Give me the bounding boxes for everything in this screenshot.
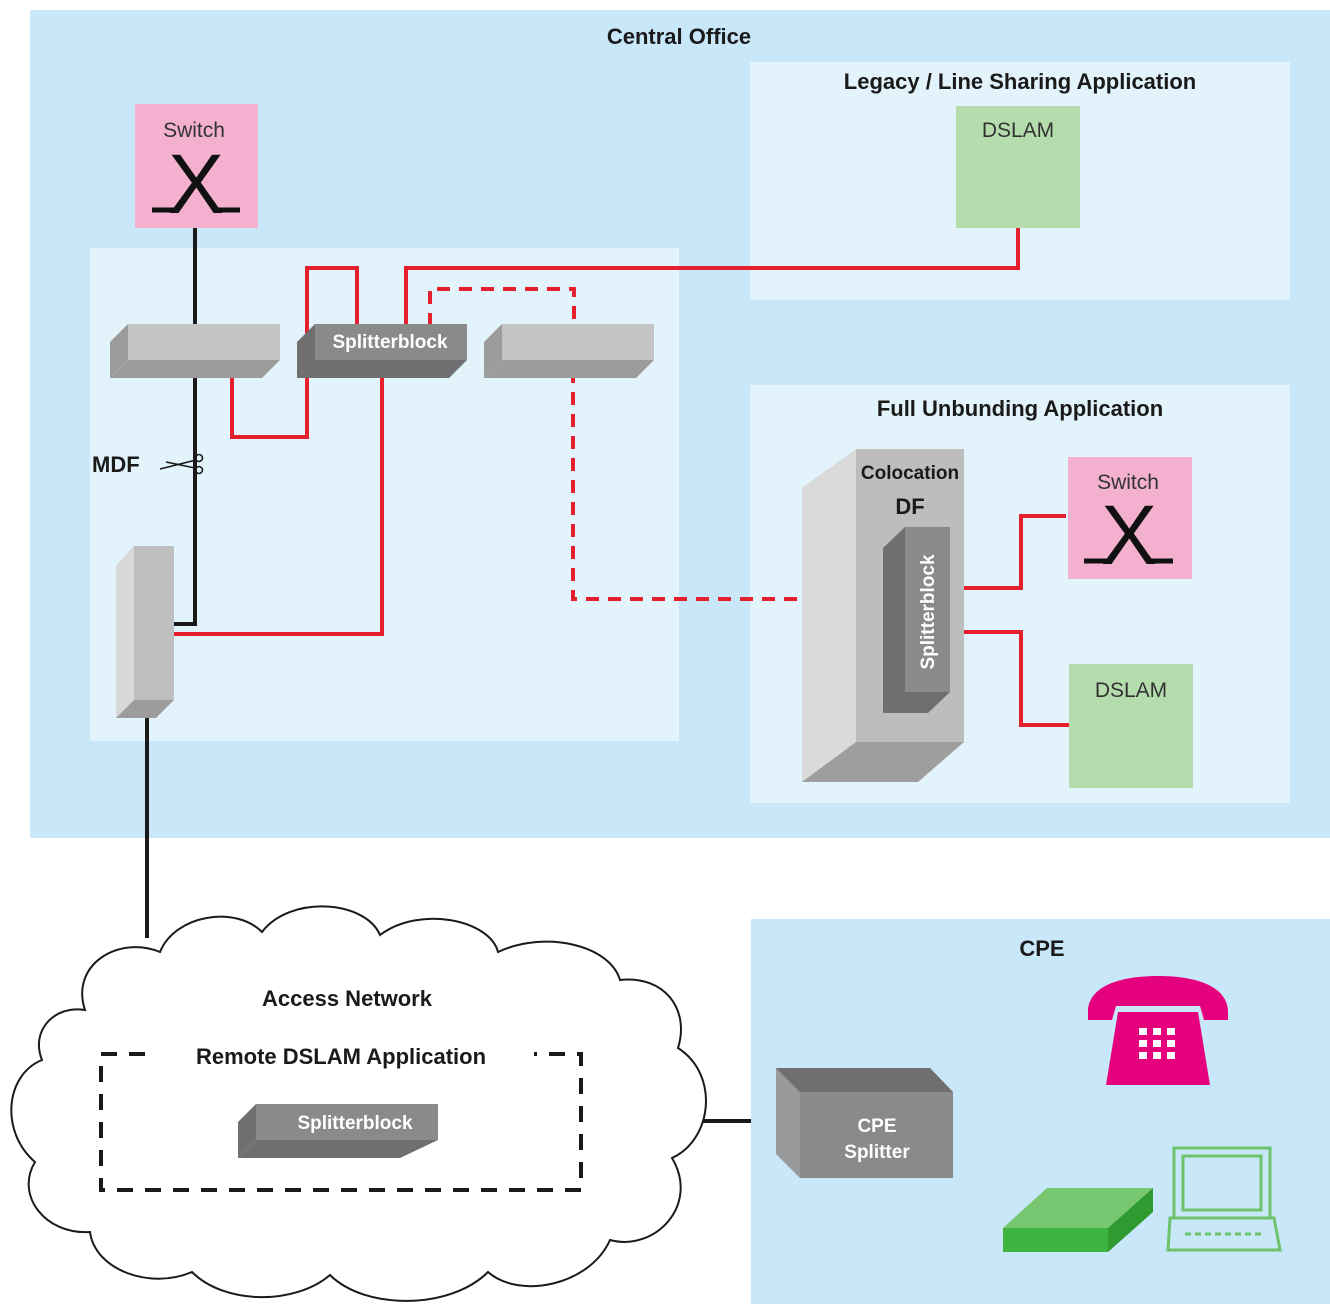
access-network-title: Access Network xyxy=(262,986,433,1011)
unbundling-switch-label: Switch xyxy=(1097,471,1159,494)
unbundling-switch: Switch X xyxy=(1068,457,1192,582)
telephone-icon xyxy=(1088,976,1228,1085)
df-splitterblock-label: Splitterblock xyxy=(918,554,939,670)
modem-icon xyxy=(1003,1188,1153,1252)
main-switch: Switch X xyxy=(135,104,258,231)
mdf-block-left xyxy=(110,324,280,378)
computer-icon xyxy=(1166,1146,1282,1252)
cpe-splitter-label-1: CPE xyxy=(857,1116,896,1137)
remote-splitterblock-label: Splitterblock xyxy=(297,1113,413,1134)
df-label: DF xyxy=(895,494,924,519)
colocation-label: Colocation xyxy=(861,463,959,484)
full-unbundling-title: Full Unbunding Application xyxy=(877,396,1163,421)
unbundling-dslam-label: DSLAM xyxy=(1095,679,1167,702)
scissors-icon xyxy=(159,453,204,475)
main-switch-label: Switch xyxy=(163,119,225,142)
legacy-app-title: Legacy / Line Sharing Application xyxy=(844,69,1196,94)
unbundling-switch-symbol: X xyxy=(1101,488,1157,582)
legacy-dslam xyxy=(956,106,1080,228)
remote-dslam-title: Remote DSLAM Application xyxy=(196,1044,486,1069)
legacy-dslam-label: DSLAM xyxy=(982,119,1054,142)
cpe-splitter: CPE Splitter xyxy=(776,1068,953,1178)
central-office-title: Central Office xyxy=(607,24,751,49)
mdf-vertical-block xyxy=(116,546,174,718)
main-switch-symbol: X xyxy=(168,137,224,231)
mdf-splitterblock-label: Splitterblock xyxy=(332,332,448,353)
mdf-label: MDF xyxy=(92,452,140,477)
access-network-cloud xyxy=(10,905,707,1302)
df-splitterblock: Splitterblock xyxy=(883,527,950,713)
cpe-splitter-label-2: Splitter xyxy=(844,1142,910,1163)
unbundling-dslam xyxy=(1069,664,1193,788)
cpe-title: CPE xyxy=(1019,936,1064,961)
mdf-block-right xyxy=(484,324,654,378)
red-dashed-wires xyxy=(428,287,892,601)
mdf-panel xyxy=(90,248,679,741)
mdf-splitterblock: Splitterblock xyxy=(297,324,467,378)
remote-splitterblock: Splitterblock xyxy=(238,1104,438,1158)
